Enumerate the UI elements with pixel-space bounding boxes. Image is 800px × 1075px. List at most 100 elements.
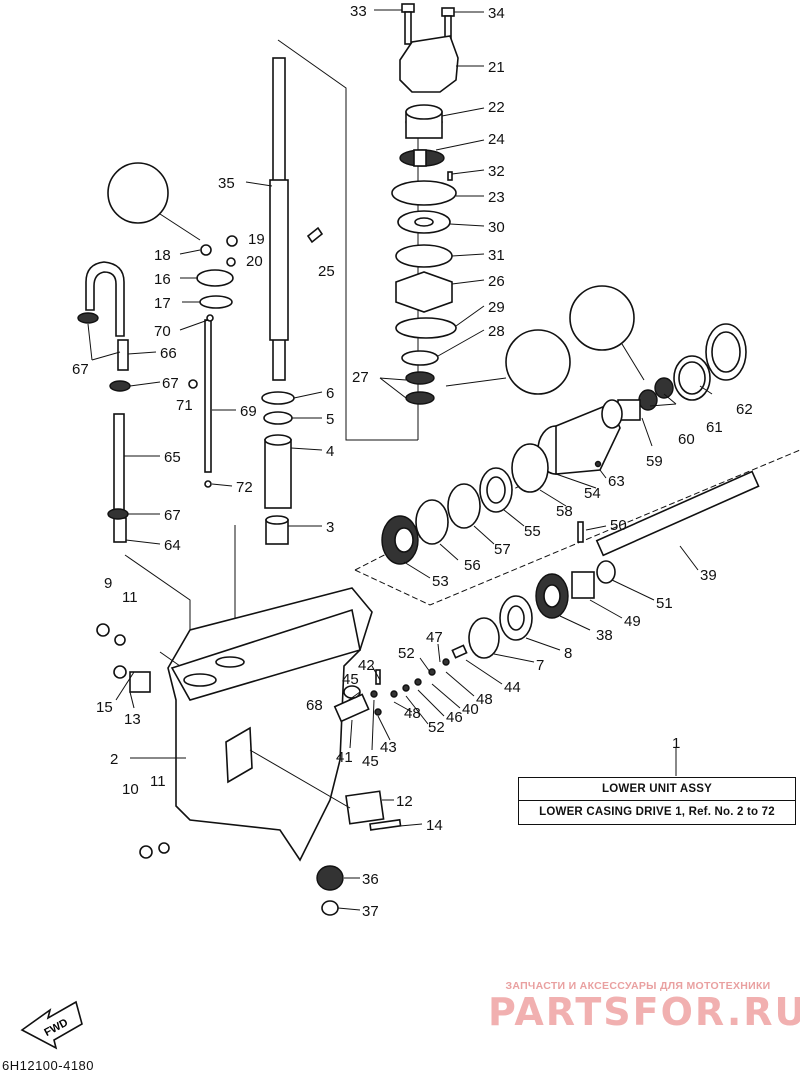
callout: 30 [488, 219, 505, 236]
callout: 10 [122, 781, 139, 798]
leader-lines [87, 9, 713, 911]
bolt-10 [139, 845, 153, 859]
callout: 26 [488, 273, 505, 290]
gasket-29 [395, 317, 457, 339]
forward-gear-38 [535, 573, 569, 619]
callout: 72 [236, 479, 253, 496]
shim-56 [415, 499, 449, 545]
document-code: 6H12100-4180 [2, 1058, 95, 1073]
callout: 55 [524, 523, 541, 540]
o-ring-28 [401, 350, 439, 366]
callout: 3 [326, 519, 334, 536]
callout: 28 [488, 323, 505, 340]
callout: 4 [326, 443, 334, 460]
callout: 15 [96, 699, 113, 716]
callout: 64 [164, 537, 181, 554]
callout: 45 [362, 753, 379, 770]
detail-circle-seals [505, 329, 571, 395]
callout: 59 [646, 453, 663, 470]
alignment-lines [124, 39, 800, 660]
water-tube-65 [113, 413, 125, 515]
callout: 9 [104, 575, 112, 592]
taper-roller-bearing-8 [499, 595, 533, 641]
callout: 22 [488, 99, 505, 116]
callout: 70 [154, 323, 171, 340]
callout: 67 [162, 375, 179, 392]
spacer-71 [188, 379, 198, 389]
washer-11-upper [114, 634, 126, 646]
callout: 46 [446, 709, 463, 726]
callout: 54 [584, 485, 601, 502]
shim-57 [447, 483, 481, 529]
callout: 29 [488, 299, 505, 316]
anode-access-panel [225, 726, 253, 784]
callout: 33 [350, 3, 367, 20]
callout: 48 [404, 705, 421, 722]
circlip-61 [673, 355, 711, 401]
callout: 1 [672, 735, 680, 752]
callout: 62 [736, 401, 753, 418]
callout: 7 [536, 657, 544, 674]
callout: 35 [218, 175, 235, 192]
watermark-brand: PARTSFOR.RU [488, 990, 800, 1034]
callout: 44 [504, 679, 521, 696]
thrust-bearing-5 [263, 411, 293, 425]
shim-7 [468, 617, 500, 659]
callout: 51 [656, 595, 673, 612]
callout: 68 [306, 697, 323, 714]
grommet-66 [117, 339, 129, 371]
callout: 20 [246, 253, 263, 270]
water-pump-assembly [391, 3, 459, 405]
callout: 17 [154, 295, 171, 312]
callout: 42 [358, 657, 375, 674]
impeller-24 [399, 149, 445, 167]
nut-37 [321, 900, 339, 916]
callout: 2 [110, 751, 118, 768]
anode-13 [129, 671, 151, 693]
callout: 32 [488, 163, 505, 180]
callout: 6 [326, 385, 334, 402]
bearing-housing-54 [537, 399, 623, 475]
callout: 12 [396, 793, 413, 810]
callout: 53 [432, 573, 449, 590]
taper-roller-bearing-55 [479, 467, 513, 513]
assembly-subtitle: LOWER CASING DRIVE 1, Ref. No. 2 to 72 [519, 800, 795, 823]
callout: 56 [464, 557, 481, 574]
callout: 16 [154, 271, 171, 288]
bolt-15 [113, 665, 127, 679]
callout: 49 [624, 613, 641, 630]
propeller-shaft-39 [595, 470, 760, 557]
fasteners [96, 623, 402, 916]
callout: 38 [596, 627, 613, 644]
assembly-label-box: LOWER UNIT ASSY LOWER CASING DRIVE 1, Re… [518, 777, 796, 825]
callout: 67 [72, 361, 89, 378]
pinion-36 [316, 865, 344, 891]
callout: 21 [488, 59, 505, 76]
callout: 66 [160, 345, 177, 362]
callout: 47 [426, 629, 443, 646]
circlip-72 [204, 480, 212, 488]
callout: 63 [608, 473, 625, 490]
hose-66 [85, 261, 125, 337]
bolt-9 [96, 623, 110, 637]
pin-25 [306, 226, 324, 244]
callout: 13 [124, 711, 141, 728]
watermark: ЗАПЧАСТИ И АКСЕССУАРЫ ДЛЯ МОТОТЕХНИКИ PA… [488, 980, 800, 1034]
spring-44 [451, 644, 468, 659]
gasket-23 [391, 180, 457, 206]
oil-seals-27 [405, 371, 435, 405]
callout: 58 [556, 503, 573, 520]
callout: 41 [336, 749, 353, 766]
drive-shaft-assembly [261, 57, 324, 545]
washer-20 [226, 257, 236, 267]
propeller-shaft-assembly [381, 323, 760, 659]
bolt-14 [369, 818, 402, 831]
pin-32 [447, 171, 453, 181]
callout: 52 [428, 719, 445, 736]
bolt-19 [226, 235, 238, 247]
o-ring-17 [199, 295, 233, 309]
callout: 67 [164, 507, 181, 524]
detail-views [107, 162, 645, 395]
pin-50 [577, 521, 584, 543]
